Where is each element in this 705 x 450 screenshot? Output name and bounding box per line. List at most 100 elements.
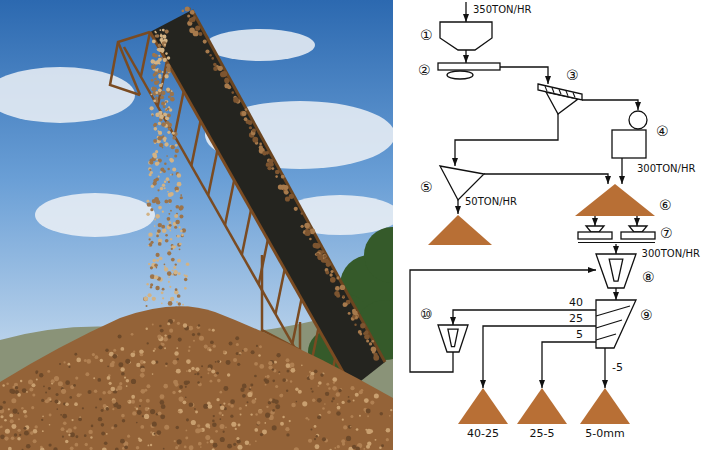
size-cut: 40 <box>568 297 584 308</box>
gravel-stone <box>235 428 237 430</box>
gravel-stone <box>185 396 187 398</box>
gravel-stone <box>160 394 165 399</box>
gravel-stone <box>196 372 199 375</box>
gravel-stone <box>218 66 223 71</box>
gravel-stone <box>220 406 224 410</box>
gravel-stone <box>165 52 168 55</box>
gravel-stone <box>155 32 157 34</box>
gravel-stone <box>19 434 21 436</box>
gravel-stone <box>150 266 153 269</box>
gravel-stone <box>158 47 163 52</box>
gravel-stone <box>169 221 172 224</box>
gravel-stone <box>358 330 362 334</box>
gravel-stone <box>186 370 188 372</box>
gravel-stone <box>182 304 184 306</box>
gravel-stone <box>104 441 108 445</box>
gravel-stone <box>176 347 178 349</box>
gravel-stone <box>176 426 180 430</box>
gravel-stone <box>146 399 150 403</box>
gravel-stone <box>336 294 340 298</box>
gravel-stone <box>170 210 172 212</box>
gravel-stone <box>195 25 200 30</box>
flow-rate: 50TON/HR <box>464 197 518 207</box>
gravel-stone <box>68 363 71 366</box>
screen-hatch <box>573 93 575 98</box>
gravel-stone <box>154 433 156 435</box>
gravel-stone <box>97 378 101 382</box>
gravel-stone <box>53 447 57 450</box>
gravel-stone <box>41 419 43 421</box>
gravel-stone <box>158 69 162 73</box>
gravel-stone <box>82 407 84 409</box>
gravel-stone <box>191 367 195 371</box>
gravel-stone <box>350 415 353 418</box>
gravel-stone <box>179 226 181 228</box>
gravel-stone <box>11 424 16 429</box>
gravel-stone <box>84 359 87 362</box>
gravel-stone <box>249 388 252 391</box>
crusher-symbol: ④ <box>610 110 652 158</box>
gravel-stone <box>266 375 269 378</box>
gravel-stone <box>315 444 320 449</box>
gravel-stone <box>10 419 14 423</box>
gravel-stone <box>160 95 164 99</box>
gravel-stone <box>154 263 158 267</box>
flow-line <box>582 100 638 110</box>
gravel-stone <box>85 443 88 446</box>
gravel-stone <box>162 297 164 299</box>
gravel-stone <box>175 149 179 153</box>
gravel-stone <box>140 373 145 378</box>
gravel-stone <box>205 423 210 428</box>
gravel-stone <box>2 384 4 386</box>
gravel-stone <box>3 401 6 404</box>
gravel-stone <box>325 392 329 396</box>
gravel-stone <box>192 333 195 336</box>
gravel-stone <box>124 376 126 378</box>
gravel-stone <box>178 409 183 414</box>
gravel-stone <box>213 345 216 348</box>
gravel-stone <box>223 402 225 404</box>
gravel-stone <box>131 395 135 399</box>
gravel-stone <box>189 402 194 407</box>
gravel-stone <box>68 434 70 436</box>
gravel-stone <box>290 363 295 368</box>
gravel-stone <box>168 335 172 339</box>
gravel-stone <box>194 408 196 410</box>
gravel-stone <box>295 387 298 390</box>
gravel-stone <box>184 446 187 449</box>
gravel-stone <box>152 422 157 427</box>
gravel-stone <box>139 399 142 402</box>
size-label: 40-25 <box>467 428 499 439</box>
gravel-stone <box>242 394 246 398</box>
gravel-stone <box>238 424 241 427</box>
gravel-stone <box>240 111 246 117</box>
pile-body <box>458 388 508 424</box>
gravel-stone <box>110 387 115 392</box>
gravel-stone <box>381 444 384 447</box>
gravel-stone <box>150 208 153 211</box>
gravel-stone <box>275 170 280 175</box>
gravel-stone <box>159 114 164 119</box>
gravel-stone <box>266 406 268 408</box>
gravel-stone <box>227 373 230 376</box>
gravel-stone <box>318 381 322 385</box>
gravel-stone <box>185 437 188 440</box>
gravel-stone <box>162 35 166 39</box>
gravel-stone <box>65 380 70 385</box>
flow-line <box>410 270 596 372</box>
gravel-stone <box>176 358 178 360</box>
gravel-stone <box>326 383 329 386</box>
gravel-stone <box>126 385 128 387</box>
gravel-stone <box>139 405 141 407</box>
gravel-stone <box>32 394 35 397</box>
gravel-stone <box>221 71 227 77</box>
gravel-stone <box>208 329 211 332</box>
gravel-stone <box>193 340 195 342</box>
gravel-stone <box>166 88 171 93</box>
gravel-stone <box>161 122 166 127</box>
gravel-stone <box>8 408 10 410</box>
gravel-stone <box>122 419 126 423</box>
gravel-stone <box>159 84 162 87</box>
gravel-stone <box>150 241 153 244</box>
